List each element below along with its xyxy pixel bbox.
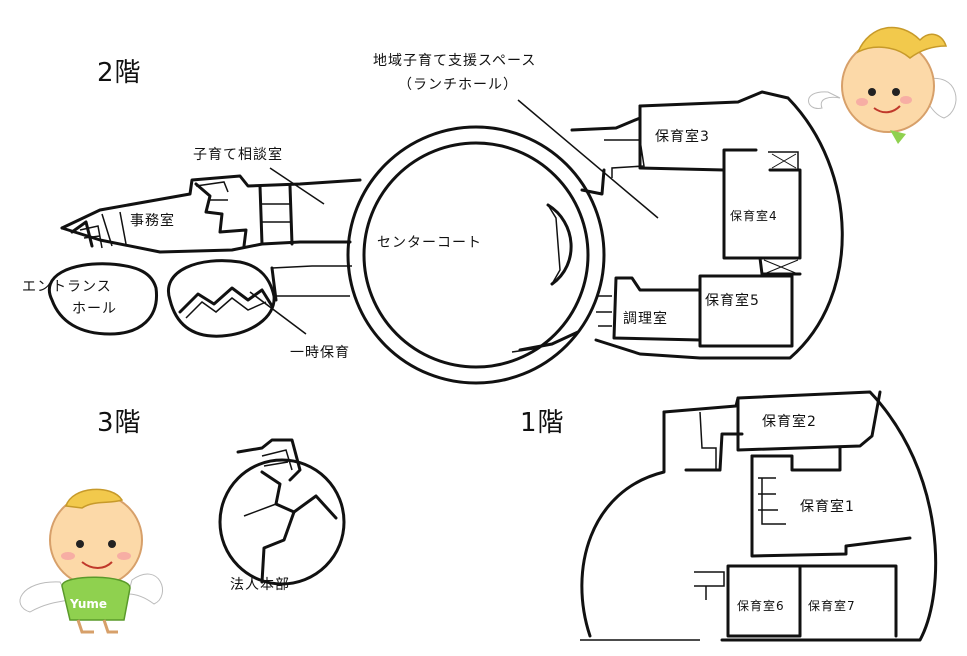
room-label-hq: 法人本部 [230,577,290,593]
face [841,39,935,133]
wing-right [127,573,163,605]
room-label-temporary-care: 一時保育 [290,345,350,361]
floor-2-title: 2階 [97,58,142,88]
room-label-office: 事務室 [130,213,175,229]
room-label-nursery-6: 保育室6 [737,599,785,613]
room-label-nursery-7: 保育室7 [808,599,856,613]
floor-2-plan [48,90,844,385]
room-label-lunch-hall: （ランチホール） [398,77,518,93]
shirt [61,576,131,621]
room-label-kitchen: 調理室 [623,311,668,327]
floor-1-title: 1階 [520,408,565,438]
room-label-nursery-2: 保育室2 [762,414,817,430]
mascot-angel-top [808,26,957,144]
room-label-entrance-1: エントランス [22,279,112,295]
wing-left [808,91,841,109]
face [49,493,143,587]
floor-3-plan [218,438,346,586]
room-label-consultation: 子育て相談室 [193,147,283,163]
hair-crown [65,488,124,509]
room-label-nursery-5: 保育室5 [705,293,760,309]
floor-1-plan [580,390,938,642]
room-label-nursery-3: 保育室3 [655,129,710,145]
floor-3-title: 3階 [97,408,142,438]
mascot-angel-bottom: Yume [19,488,163,634]
shirt-text: Yume [69,597,107,611]
room-label-nursery-1: 保育室1 [800,499,855,515]
room-label-entrance-2: ホール [72,301,117,317]
hair-crown [856,26,948,59]
room-label-center-court: センターコート [377,235,482,251]
room-label-support-space: 地域子育て支援スペース [373,53,537,69]
wing-left [19,581,71,613]
room-label-nursery-4: 保育室4 [730,209,778,223]
